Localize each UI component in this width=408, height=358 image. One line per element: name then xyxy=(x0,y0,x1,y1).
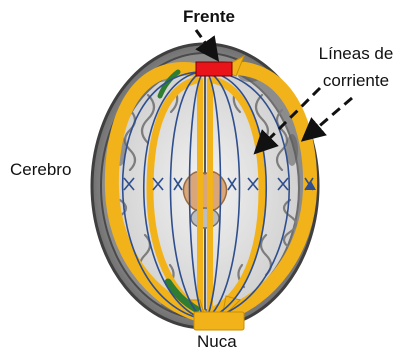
back-label: Nuca xyxy=(197,332,237,352)
front-label: Frente xyxy=(183,7,235,27)
electrode-back-icon xyxy=(194,312,244,330)
streamlines-label: Líneas de corriente xyxy=(306,40,406,94)
electrode-front-icon xyxy=(196,62,232,76)
streamlines-label-line2: corriente xyxy=(306,67,406,94)
brain-label: Cerebro xyxy=(10,160,71,180)
brainstem xyxy=(191,208,219,228)
streamlines-label-line1: Líneas de xyxy=(306,40,406,67)
